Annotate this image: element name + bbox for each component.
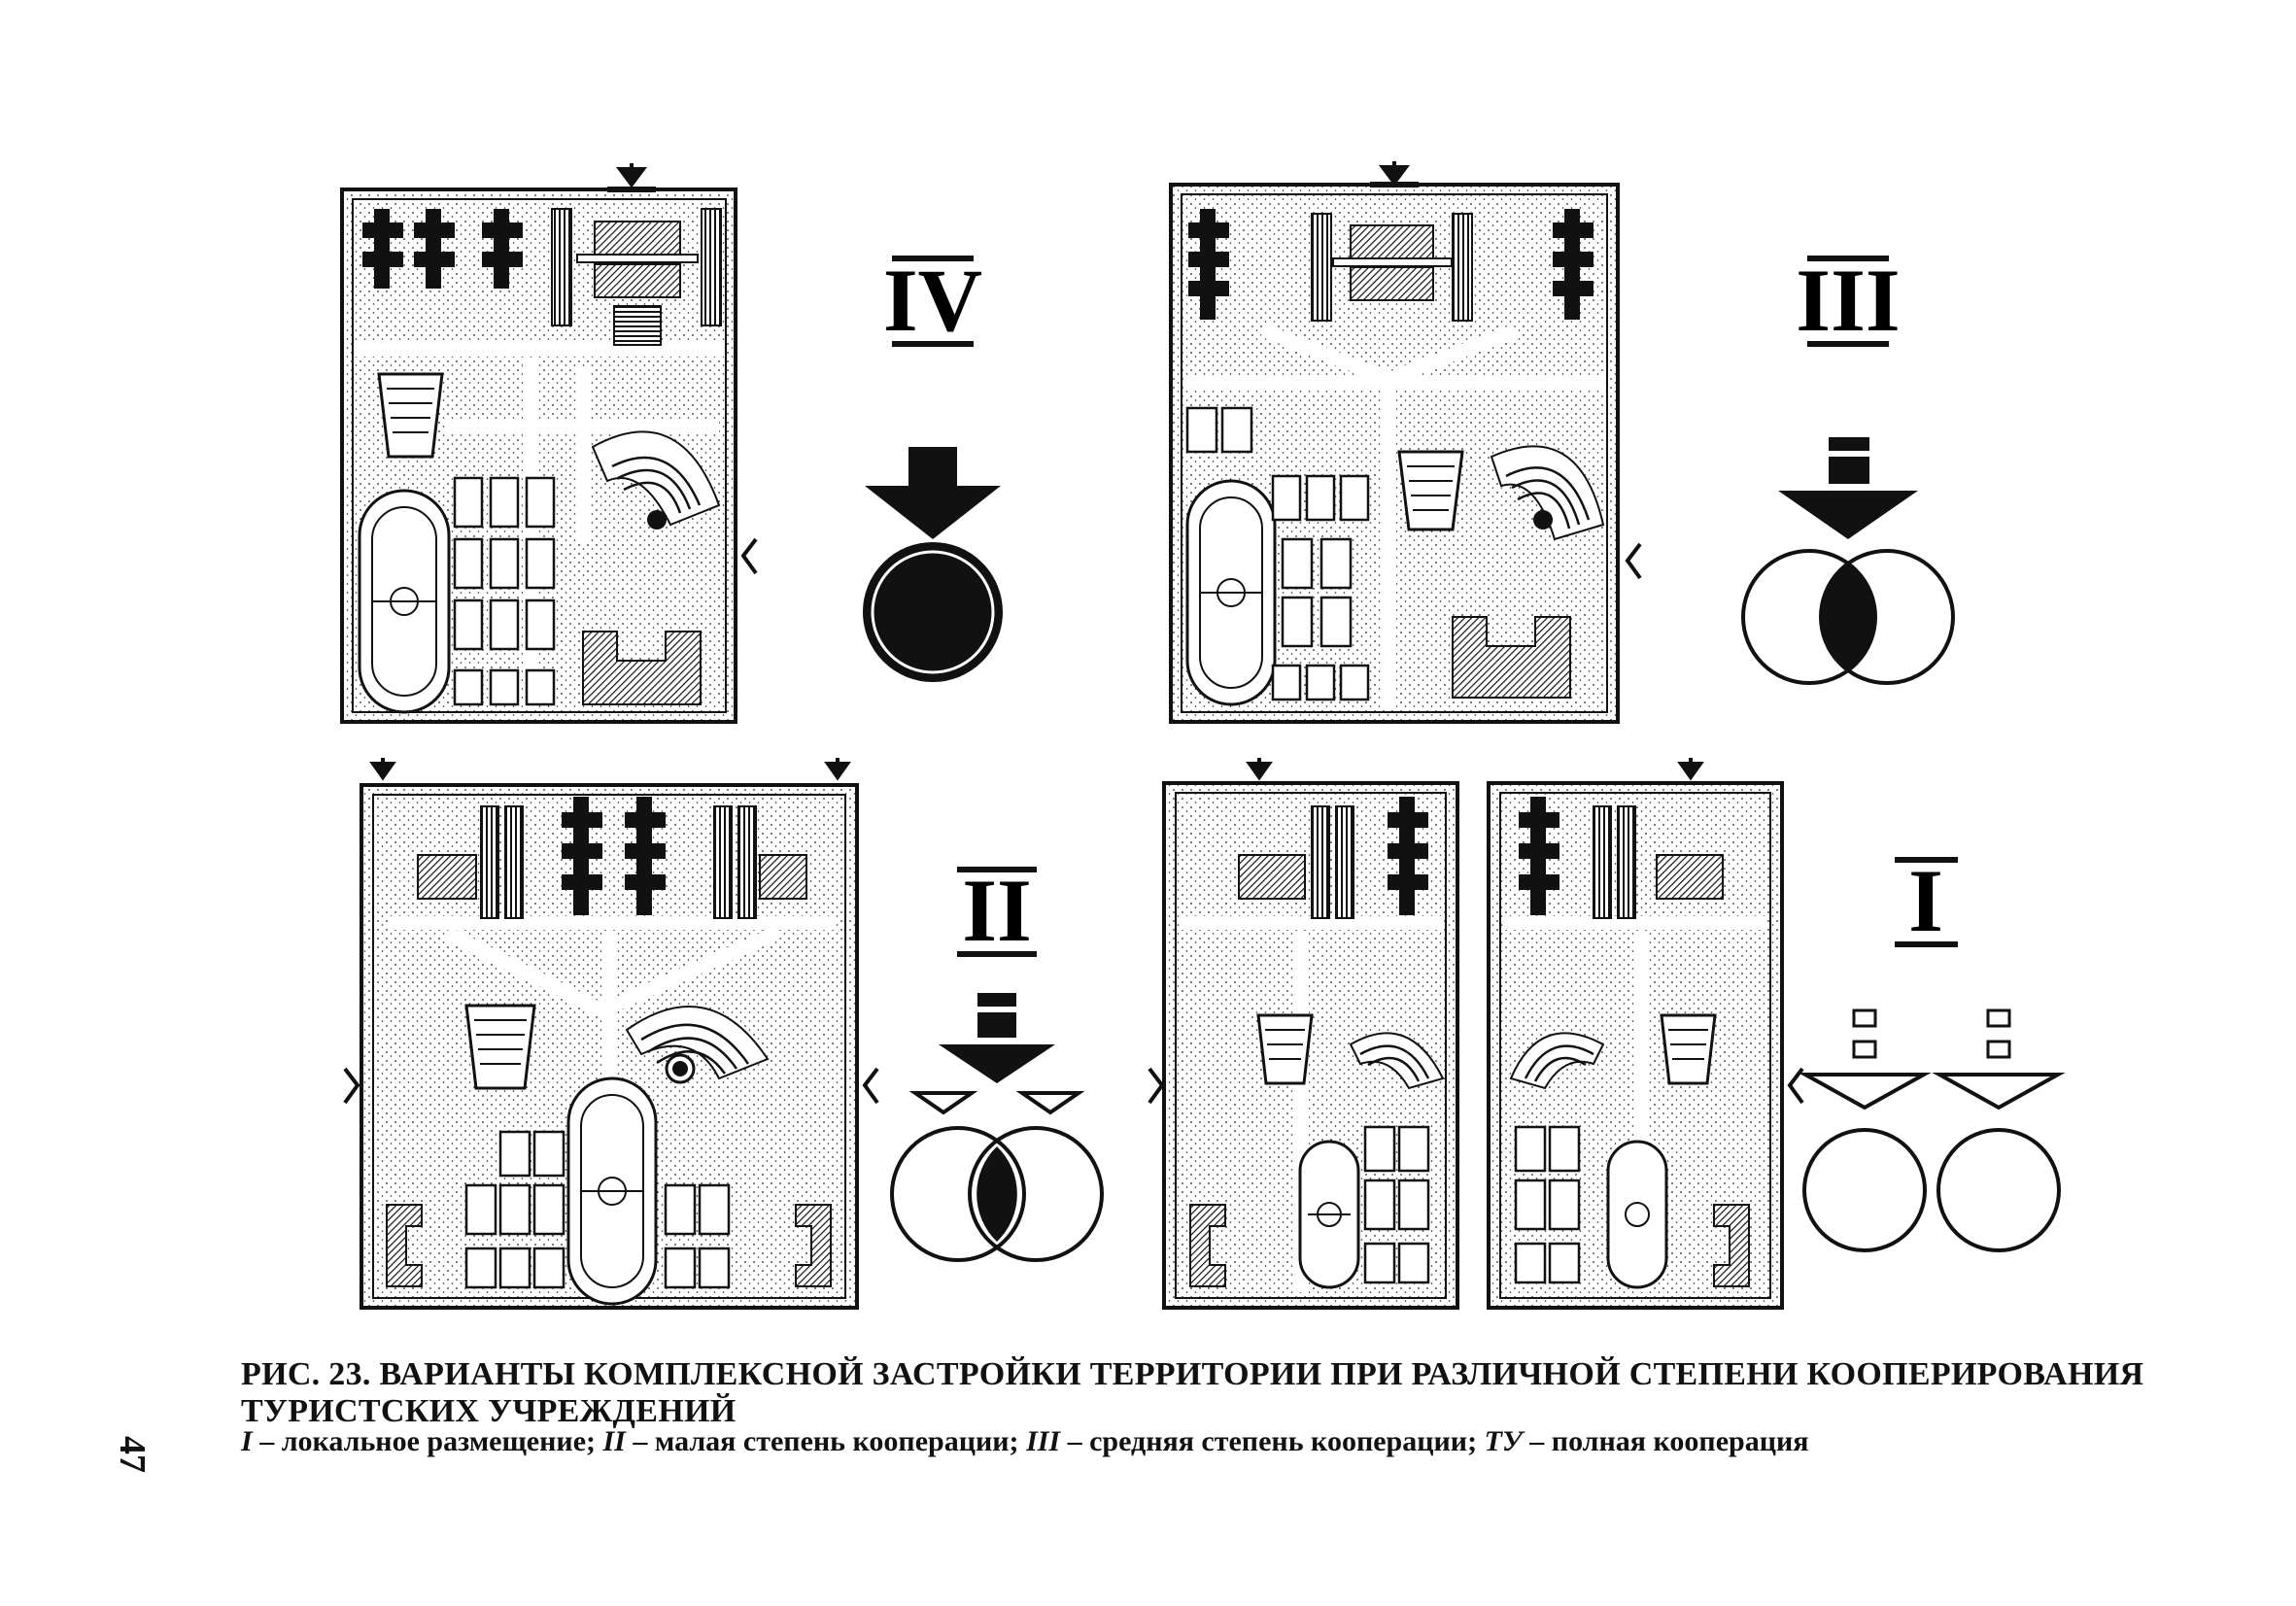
numeral-i: I (1908, 851, 1943, 950)
plan-iv (340, 163, 758, 724)
legend-numeral-ii: II (602, 1425, 626, 1457)
legend-numeral-iv: ТУ (1484, 1425, 1523, 1457)
plan-i-a (1148, 758, 1459, 1310)
figure-caption-title: РИС. 23. ВАРИАНТЫ КОМПЛЕКСНОЙ ЗАСТРОЙКИ … (241, 1356, 2144, 1429)
plan-i-b (1487, 758, 1804, 1310)
numeral-iii: III (1796, 251, 1900, 350)
legend-numeral-i: I (241, 1425, 253, 1457)
legend-text-iv: – полная кооперация (1522, 1425, 1809, 1457)
legend-text-i: – локальное размещение; (252, 1425, 603, 1457)
legend-text-iii: – средняя степень кооперации; (1060, 1425, 1485, 1457)
symbol-i: I (1798, 851, 2066, 1252)
legend-text-ii: – малая степень кооперации; (625, 1425, 1027, 1457)
symbol-iv: IV (863, 251, 1003, 682)
page-number: 47 (112, 1436, 153, 1473)
numeral-ii: II (962, 861, 1032, 960)
numeral-iv: IV (883, 251, 982, 350)
symbol-ii: II (890, 861, 1104, 1262)
symbol-iii: III (1741, 251, 1955, 685)
legend-numeral-iii: III (1026, 1425, 1061, 1457)
figure-caption-legend: I – локальное размещение; II – малая сте… (241, 1424, 2165, 1459)
plan-ii (343, 758, 879, 1310)
plan-iii (1169, 161, 1642, 724)
